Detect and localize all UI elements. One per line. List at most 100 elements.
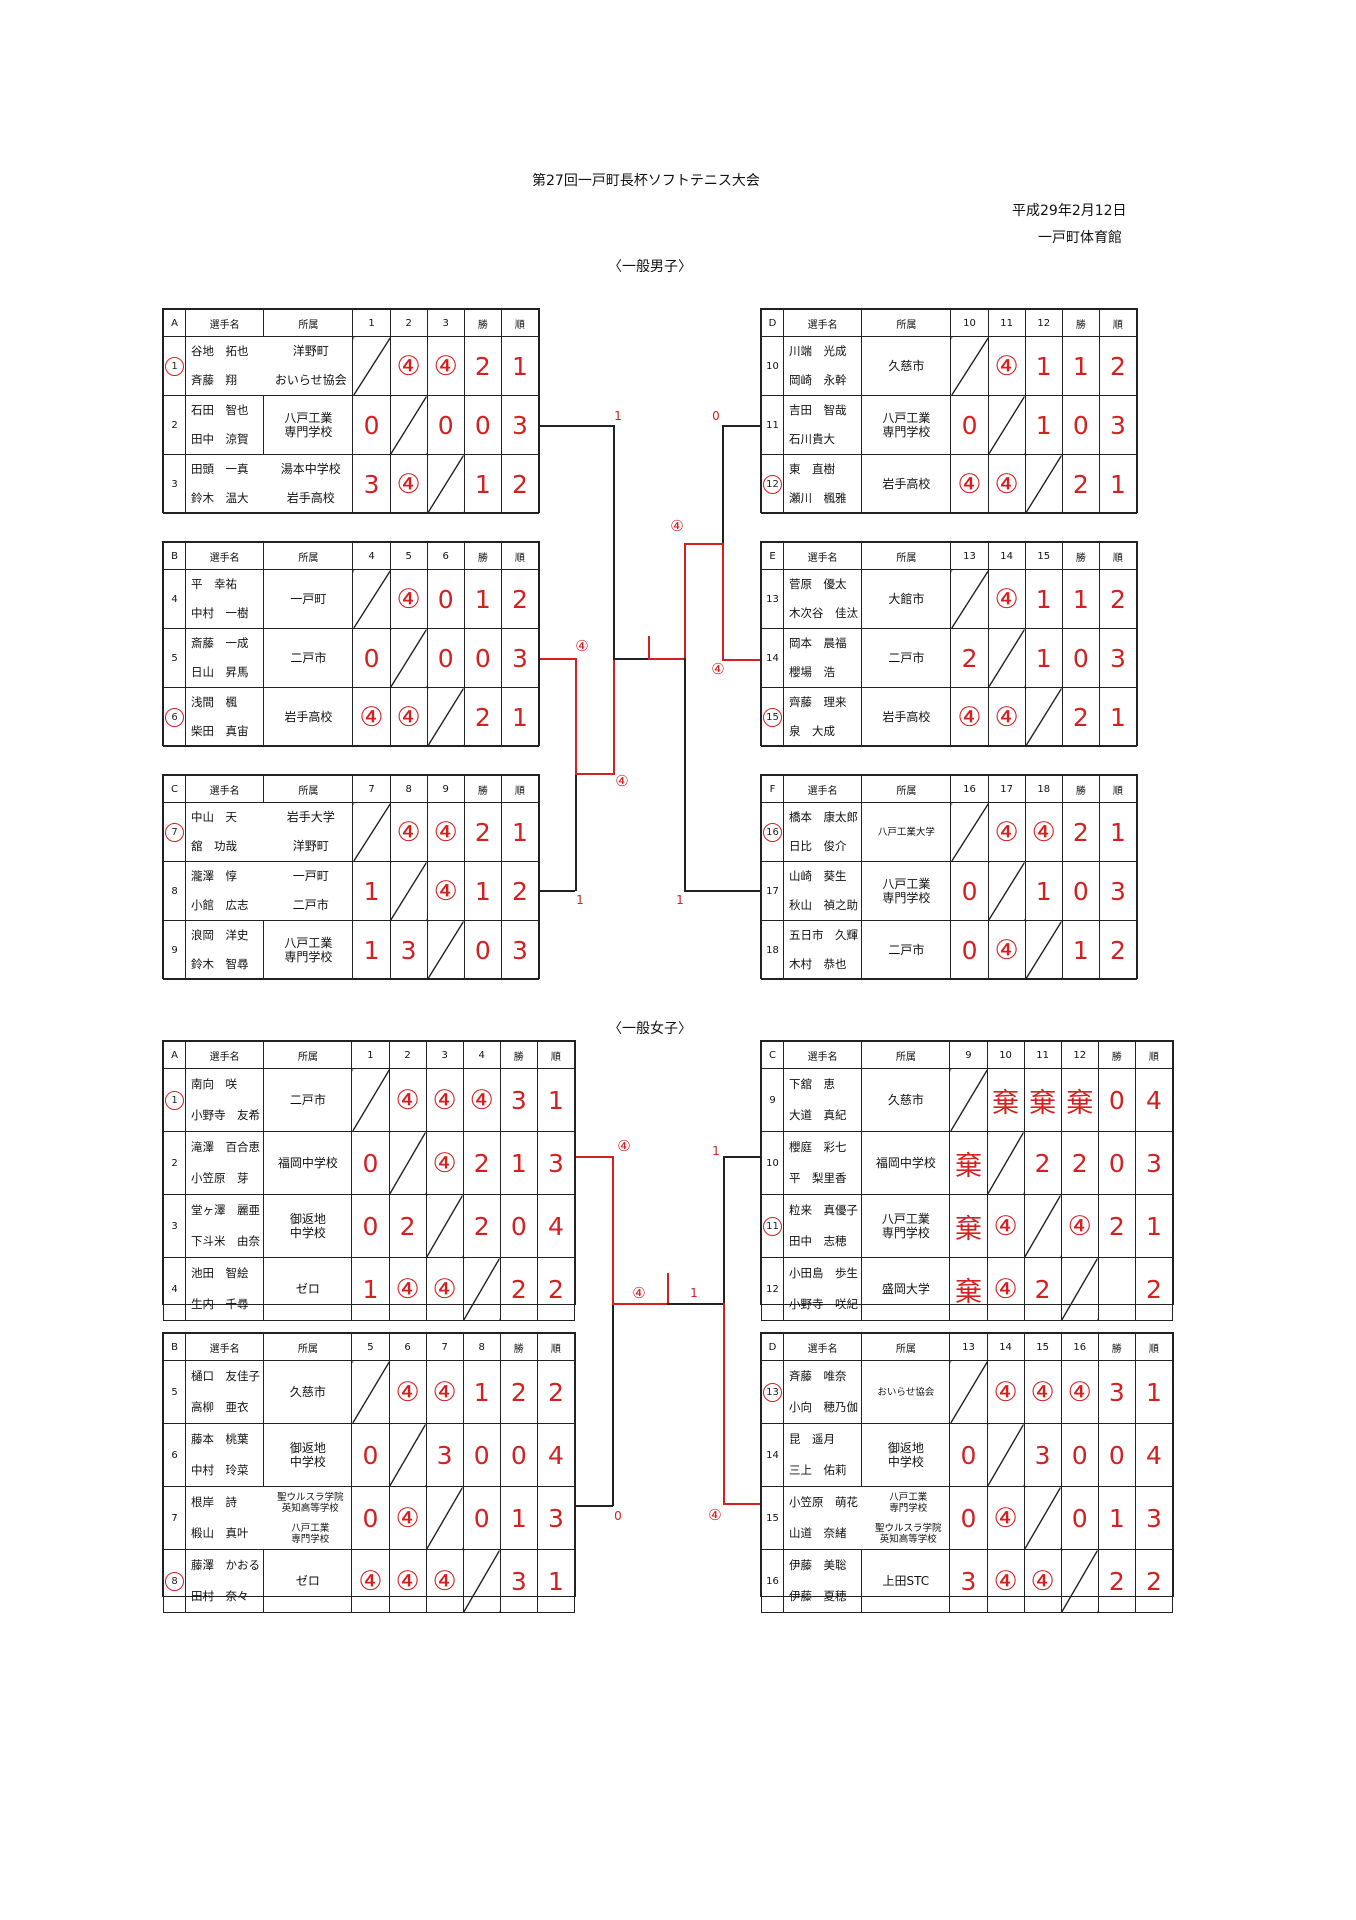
affiliation: 八戸工業 専門学校	[889, 1491, 928, 1514]
match-score: 1	[1024, 336, 1063, 396]
match-score: ④	[389, 802, 428, 862]
rank-value: 3	[1098, 861, 1138, 921]
match-score: ④	[425, 1549, 464, 1613]
affiliation: 上田STC	[861, 1549, 951, 1613]
entry-number: 1	[162, 336, 187, 396]
match-score: ④	[388, 1068, 427, 1132]
rank-header: 順	[500, 775, 540, 803]
seed-circle-number: 1	[165, 356, 185, 376]
match-score: 0	[426, 569, 465, 629]
player-names: 小笠原 萌花八戸工業 専門学校山道 奈緒聖ウルスラ学院 英知高等学校	[783, 1486, 951, 1550]
wins-count: 0	[1061, 861, 1100, 921]
wins-count: 2	[463, 802, 502, 862]
self-match-cell	[1024, 687, 1063, 747]
players-header: 選手名	[185, 775, 265, 803]
player-name: 瀬川 楓雅	[789, 491, 847, 505]
player-names: 南向 咲小野寺 友希	[185, 1068, 265, 1132]
wins-count: 2	[1061, 687, 1100, 747]
wins-header: 勝	[1061, 542, 1100, 570]
player-name: 下斗米 由奈	[191, 1234, 261, 1248]
rank-value: 3	[1134, 1486, 1174, 1550]
entry-number: 4	[162, 569, 187, 629]
match-score: ④	[352, 687, 391, 747]
player-name: 浅間 楓	[191, 695, 238, 709]
wins-count: 1	[499, 1486, 538, 1550]
wins-count: 1	[1061, 920, 1100, 980]
match-score: ④	[987, 920, 1026, 980]
players-header: 選手名	[185, 1333, 265, 1361]
match-score: 0	[351, 1194, 390, 1258]
wins-header: 勝	[499, 1333, 538, 1361]
match-score: 1	[1024, 395, 1063, 455]
wins-count: 0	[1097, 1131, 1136, 1195]
match-col-header: 4	[462, 1041, 501, 1069]
match-col-header: 17	[987, 775, 1026, 803]
rank-value: 3	[500, 628, 540, 688]
entry-number: 12	[760, 1257, 785, 1321]
match-score: ④	[987, 454, 1026, 514]
match-score: ④	[1024, 802, 1063, 862]
match-score: ④	[388, 1257, 427, 1321]
group-letter: B	[162, 542, 187, 570]
match-score: 2	[1060, 1131, 1099, 1195]
self-match-cell	[1024, 454, 1063, 514]
match-col-header: 5	[351, 1333, 390, 1361]
player-names: 浪岡 洋史鈴木 智尋	[185, 920, 265, 980]
self-match-cell	[949, 1360, 988, 1424]
wins-count: 0	[1097, 1068, 1136, 1132]
player-name: 滝澤 百合恵	[191, 1140, 261, 1154]
match-score: 2	[1023, 1257, 1062, 1321]
match-score: ④	[950, 454, 989, 514]
player-names: 池田 智絵生内 千尋	[185, 1257, 265, 1321]
group-letter: F	[760, 775, 785, 803]
match-col-header: 15	[1023, 1333, 1062, 1361]
rank-value: 1	[536, 1068, 576, 1132]
match-score: 3	[949, 1549, 988, 1613]
wins-count: 0	[463, 395, 502, 455]
rank-value: 3	[536, 1131, 576, 1195]
entry-number: 12	[760, 454, 785, 514]
entry-number-text: 9	[171, 944, 178, 956]
player-name: 小笠原 芽	[191, 1171, 249, 1185]
self-match-cell	[986, 1423, 1025, 1487]
match-score: ④	[389, 569, 428, 629]
self-match-cell	[1024, 920, 1063, 980]
seed-circle-number: 6	[165, 707, 185, 727]
entry-number-text: 3	[171, 478, 178, 490]
rank-value: 1	[500, 687, 540, 747]
entry-number: 3	[162, 1194, 187, 1258]
match-col-header: 8	[462, 1333, 501, 1361]
self-match-cell	[351, 1360, 390, 1424]
wins-header: 勝	[499, 1041, 538, 1069]
date-text: 平成29年2月12日	[1012, 203, 1127, 219]
player-names: 藤澤 かおる田村 奈々	[185, 1549, 265, 1613]
match-score: ④	[425, 1131, 464, 1195]
match-score: ④	[986, 1549, 1025, 1613]
player-name: 五日市 久輝	[789, 928, 859, 942]
match-score: 0	[351, 1423, 390, 1487]
player-name: 石田 智也	[191, 403, 249, 417]
men-bracket-score: 0	[712, 409, 720, 423]
affiliation: 岩手高校	[263, 687, 354, 747]
wins-count: 1	[499, 1131, 538, 1195]
player-name: 田村 奈々	[191, 1589, 249, 1603]
wins-count: 0	[499, 1423, 538, 1487]
player-names: 中山 天岩手大学舘 功哉洋野町	[185, 802, 354, 862]
player-name: 平 幸祐	[191, 577, 238, 591]
player-name: 泉 大成	[789, 724, 836, 738]
player-name: 日比 俊介	[789, 839, 847, 853]
player-name: 椴山 真叶	[191, 1526, 249, 1540]
